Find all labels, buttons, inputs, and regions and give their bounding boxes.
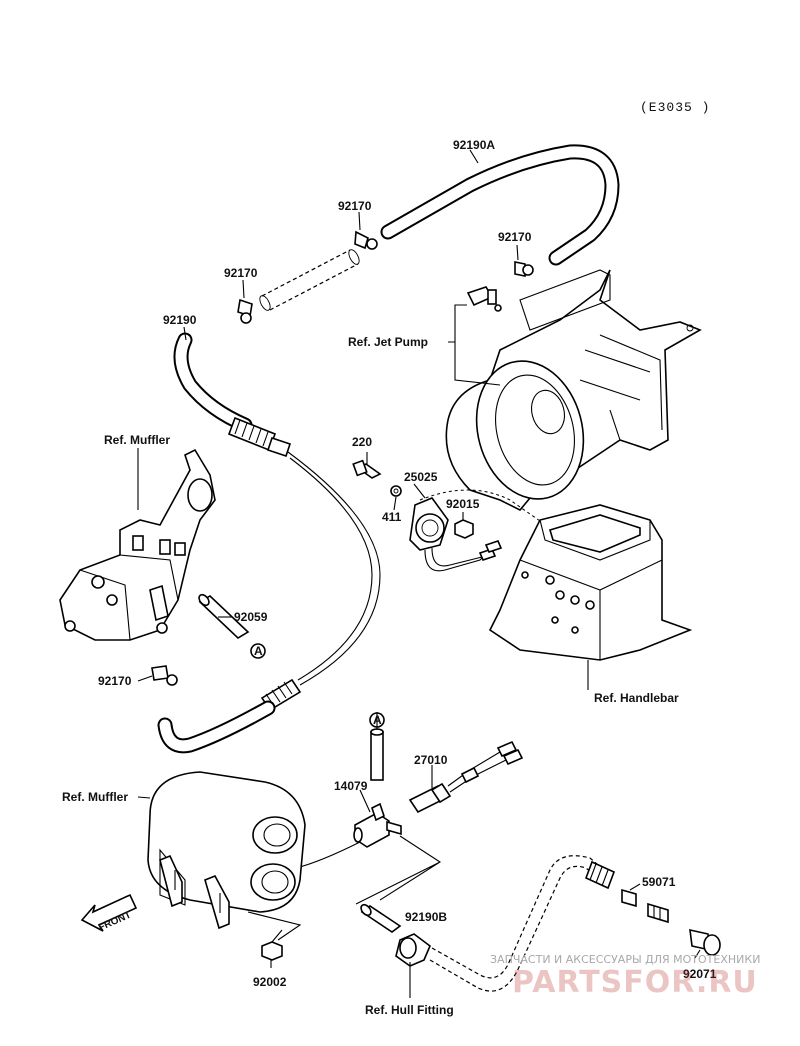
label-92002: 92002	[253, 975, 287, 989]
label-92190b: 92190B	[405, 910, 447, 924]
label-59071: 59071	[642, 875, 676, 889]
marker-a-upper	[250, 643, 266, 659]
bolt-220	[352, 459, 382, 479]
clamp-92170-top	[354, 230, 378, 250]
lines-14079	[295, 789, 442, 905]
label-92170-top: 92170	[338, 199, 372, 213]
marker-a-lower-text: A	[373, 713, 382, 727]
muffler-bottom	[147, 771, 306, 930]
hose-segment-dashed	[259, 249, 360, 311]
label-92015: 92015	[446, 497, 480, 511]
clamp-92170-left	[237, 298, 253, 324]
label-92059: 92059	[234, 610, 268, 624]
label-220: 220	[352, 435, 372, 449]
label-92071: 92071	[683, 967, 717, 981]
switch-27010	[408, 740, 524, 814]
fitting-59071	[621, 888, 669, 924]
label-25025: 25025	[404, 470, 438, 484]
label-ref-muffler-top: Ref. Muffler	[104, 433, 170, 447]
ref-jet-pump-bracket	[448, 304, 501, 386]
label-92170-left: 92170	[224, 266, 258, 280]
label-92170-lower: 92170	[98, 674, 132, 688]
muffler-top	[59, 448, 216, 641]
jet-pump	[445, 269, 702, 511]
hose-92190a	[380, 144, 620, 266]
label-92170-right: 92170	[498, 230, 532, 244]
fitting-92071	[689, 928, 721, 956]
label-ref-jet-pump: Ref. Jet Pump	[348, 335, 428, 349]
hose-92190	[173, 332, 292, 458]
handlebar	[488, 504, 693, 661]
clamp-92170-right	[514, 261, 534, 277]
label-ref-hull-fitting: Ref. Hull Fitting	[365, 1003, 454, 1017]
cable-line	[287, 451, 381, 686]
label-ref-muffler-bottom: Ref. Muffler	[62, 790, 128, 804]
label-92190: 92190	[163, 313, 197, 327]
lower-hose-fitting	[157, 678, 302, 754]
tube-a-lower	[370, 728, 384, 781]
dash-sensor-handlebar	[419, 489, 551, 529]
bolt-92002	[261, 929, 283, 961]
washer-411	[390, 485, 402, 497]
diagram-code: (E3035 )	[640, 100, 710, 115]
t-fitting-14079	[353, 802, 402, 848]
watermark-brand: PARTSFOR.RU	[512, 965, 758, 1000]
label-14079: 14079	[334, 779, 368, 793]
marker-a-upper-text: A	[254, 644, 263, 658]
hose-dashed-lower	[429, 855, 616, 992]
hull-fitting	[395, 933, 431, 967]
sensor-25025	[409, 497, 503, 572]
label-92190a: 92190A	[453, 138, 495, 152]
jet-pump-fitting	[466, 286, 502, 312]
leader-lines	[137, 149, 701, 968]
watermark-caption: ЗАПЧАСТИ И АКСЕССУАРЫ ДЛЯ МОТОТЕХНИКИ	[490, 953, 760, 966]
label-ref-handlebar: Ref. Handlebar	[594, 691, 679, 705]
clamp-92170-lower	[151, 665, 178, 686]
nut-92015	[454, 519, 474, 539]
label-27010: 27010	[414, 753, 448, 767]
front-arrow	[80, 893, 138, 932]
tube-92190b	[360, 903, 402, 933]
label-411: 411	[382, 510, 402, 524]
